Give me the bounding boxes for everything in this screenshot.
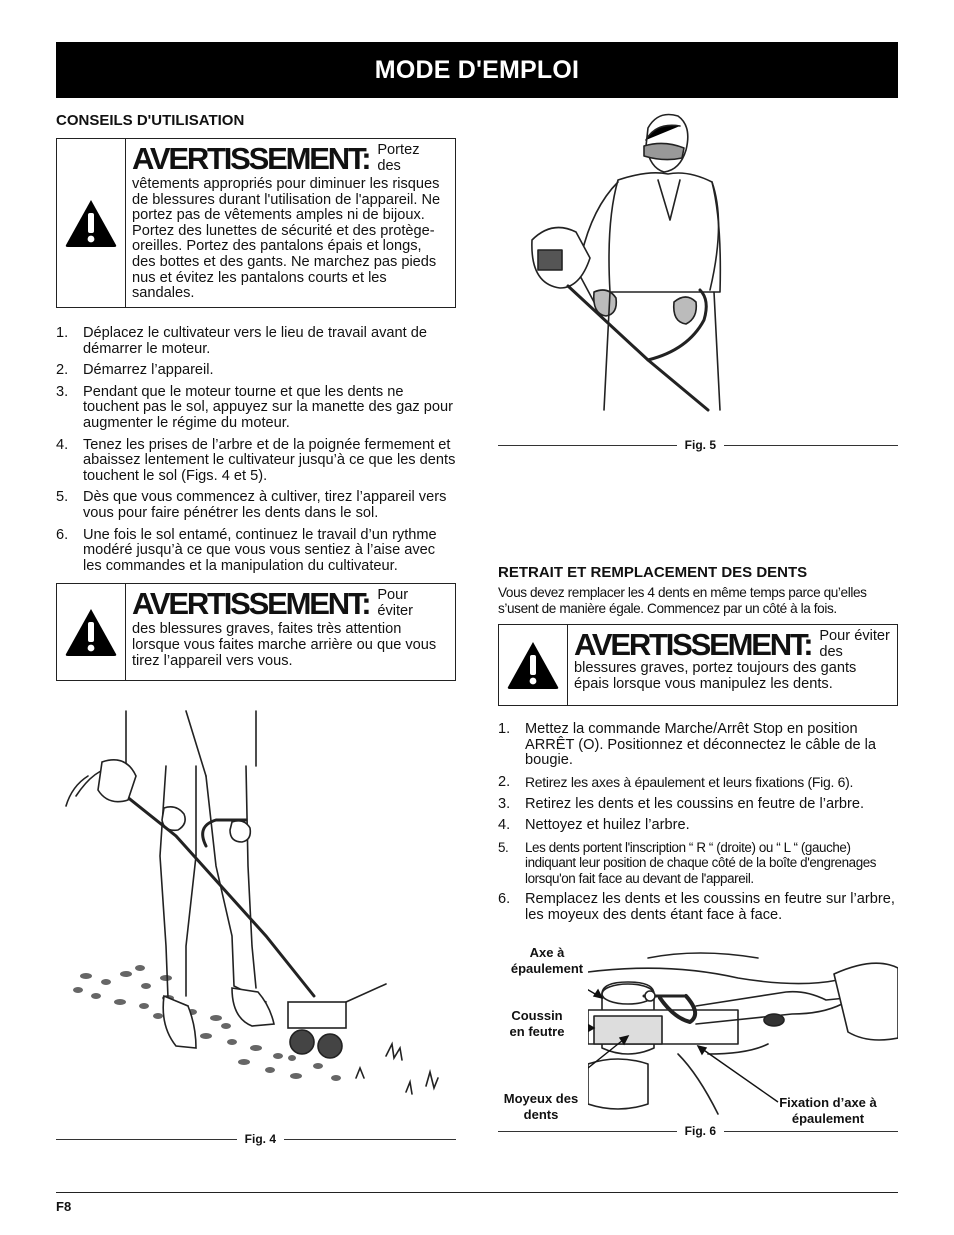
list-item: 1.Déplacez le cultivateur vers le lieu d…: [56, 325, 427, 357]
fig4-caption: Fig. 4: [244, 1132, 276, 1146]
list-item: 1.Mettez la commande Marche/Arrêt Stop e…: [498, 721, 876, 769]
callout-moyeux: Moyeux des dents: [503, 1091, 579, 1122]
warning-box-clothing: AVERTISSEMENT: Portez des vêtements appr…: [56, 138, 456, 308]
warning-icon-cell: [57, 139, 126, 307]
fig5-caption-row: Fig. 5: [498, 438, 898, 452]
warning-lead: Pour éviter: [377, 587, 414, 619]
fig4-tiller-illustration: [65, 710, 439, 1095]
fig6-tine-assembly-illustration: [588, 952, 898, 1115]
section-intro: Vous devez remplacer les 4 dents en même…: [498, 585, 867, 616]
warning-body: vêtements appropriés pour diminuer les r…: [132, 176, 441, 302]
fig5-caption: Fig. 5: [684, 438, 716, 452]
warning-triangle-icon: [65, 200, 117, 247]
warning-triangle-icon: [65, 609, 117, 657]
page-title-banner: MODE D'EMPLOI: [56, 42, 898, 98]
page-number: F8: [56, 1199, 72, 1214]
section-title-usage: CONSEILS D'UTILISATION: [56, 112, 245, 129]
warning-body: des blessures graves, faites très attent…: [132, 621, 437, 669]
callout-axe: Axe à épaulement: [510, 945, 584, 976]
right-column-lower: RETRAIT ET REMPLACEMENT DES DENTS Vous d…: [498, 564, 898, 929]
warning-icon-cell: [499, 625, 568, 706]
callout-coussin: Coussin en feutre: [509, 1008, 565, 1039]
list-item: 2.Retirez les axes à épaulement et leurs…: [498, 773, 854, 790]
footer-rule: [56, 1192, 898, 1193]
warning-lead: Portez des: [377, 142, 420, 174]
list-item: 5.Les dents portent l'inscription “ R “ …: [498, 839, 877, 886]
fig6-caption: Fig. 6: [684, 1124, 716, 1138]
warning-box-gloves: AVERTISSEMENT: Pour éviter des blessures…: [498, 624, 898, 707]
warning-heading: AVERTISSEMENT:: [132, 586, 372, 622]
left-column: CONSEILS D'UTILISATION AVERTISSEMENT: Po…: [56, 112, 456, 682]
list-item: 6.Remplacez les dents et les coussins en…: [498, 890, 895, 923]
list-item: 4.Tenez les prises de l’arbre et de la p…: [56, 436, 456, 484]
list-item: 3.Retirez les dents et les coussins en f…: [498, 795, 865, 812]
warning-heading: AVERTISSEMENT:: [574, 627, 814, 663]
page-title: MODE D'EMPLOI: [374, 55, 580, 84]
warning-icon-cell: [57, 584, 126, 681]
list-item: 3.Pendant que le moteur tourne et que le…: [56, 383, 453, 431]
warning-box-reverse: AVERTISSEMENT: Pour éviter des blessures…: [56, 583, 456, 682]
fig5-operator-illustration: [531, 113, 722, 412]
warning-heading: AVERTISSEMENT:: [132, 141, 372, 176]
list-item: 4.Nettoyez et huilez l’arbre.: [498, 817, 690, 834]
section-title-tines: RETRAIT ET REMPLACEMENT DES DENTS: [498, 564, 808, 581]
warning-body: blessures graves, portez toujours des ga…: [574, 660, 857, 692]
warning-triangle-icon: [507, 642, 559, 690]
list-item: 6.Une fois le sol entamé, continuez le t…: [56, 526, 437, 574]
fig4-caption-row: Fig. 4: [56, 1132, 456, 1146]
fig6-caption-row: Fig. 6: [498, 1124, 898, 1138]
tine-steps: 1.Mettez la commande Marche/Arrêt Stop e…: [498, 721, 898, 923]
usage-steps: 1.Déplacez le cultivateur vers le lieu d…: [56, 325, 456, 574]
callout-fixation: Fixation d’axe à épaulement: [779, 1095, 877, 1126]
list-item: 2.Démarrez l’appareil.: [56, 362, 214, 379]
warning-lead: Pour éviter des: [819, 628, 890, 660]
list-item: 5.Dès que vous commencez à cultiver, tir…: [56, 489, 447, 521]
